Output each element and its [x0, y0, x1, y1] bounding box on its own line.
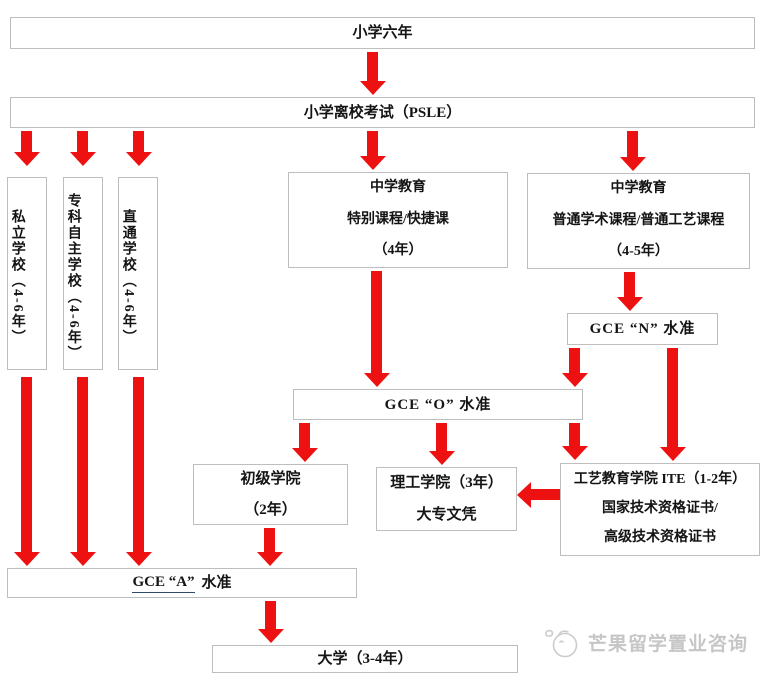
primary-school-label: 小学六年 — [352, 25, 413, 41]
psle-box: 小学离校考试（PSLE） — [10, 97, 755, 128]
university-box: 大学（3-4年） — [212, 645, 518, 673]
polytechnic-line2: 大专文凭 — [416, 507, 477, 523]
secondary-special-line2: 特别课程/快捷课 — [347, 211, 449, 227]
gce-n-level-label: GCE “N” 水准 — [589, 321, 696, 337]
secondary-normal-line1: 中学教育 — [610, 181, 667, 196]
secondary-normal-line2: 普通学术课程/普通工艺课程 — [552, 212, 725, 228]
gce-o-level-box: GCE “O” 水准 — [293, 389, 583, 420]
arrow-gce-n-to-ite-icon — [660, 348, 686, 461]
gce-n-level-box: GCE “N” 水准 — [567, 313, 718, 345]
junior-college-line1: 初级学院 — [240, 471, 301, 487]
arrow-junior-college-to-gce-a-icon — [257, 528, 283, 566]
arrow-psle-to-secondary-normal-icon — [620, 131, 646, 171]
ite-line1: 工艺教育学院 ITE（1-2年） — [573, 472, 747, 487]
arrow-private-to-gce-a-icon — [14, 377, 40, 566]
psle-label: 小学离校考试（PSLE） — [303, 104, 462, 121]
primary-school-box: 小学六年 — [10, 17, 755, 49]
ite-line3: 高级技术资格证书 — [604, 530, 716, 546]
private-school-box: 私立学校（4-6年） — [7, 177, 47, 370]
arrow-gce-o-to-polytechnic-icon — [429, 423, 455, 465]
secondary-special-box: 中学教育 特别课程/快捷课 （4年） — [288, 172, 508, 268]
secondary-normal-line3: （4-5年） — [608, 244, 669, 260]
arrow-psle-to-through-icon — [126, 131, 152, 166]
arrow-through-to-gce-a-icon — [126, 377, 152, 566]
ite-line2: 国家技术资格证书/ — [602, 501, 718, 517]
gce-a-level-box: GCE “A” 水准 — [7, 568, 357, 598]
arrow-psle-to-private-icon — [14, 131, 40, 166]
arrow-gce-o-to-ite-icon — [562, 423, 588, 460]
secondary-normal-box: 中学教育 普通学术课程/普通工艺课程 （4-5年） — [527, 173, 750, 269]
junior-college-box: 初级学院 （2年） — [193, 464, 348, 525]
arrow-gce-o-to-junior-college-icon — [292, 423, 318, 462]
polytechnic-line1: 理工学院（3年） — [390, 475, 503, 491]
gce-a-level-label: GCE “A” — [132, 573, 195, 593]
watermark-label: 芒果留学置业咨询 — [588, 634, 749, 655]
gce-o-level-label: GCE “O” 水准 — [384, 396, 492, 413]
arrow-secondary-normal-to-gce-n-icon — [617, 272, 643, 311]
watermark: 芒果留学置业咨询 — [543, 626, 748, 659]
ite-box: 工艺教育学院 ITE（1-2年） 国家技术资格证书/ 高级技术资格证书 — [560, 463, 760, 556]
polytechnic-box: 理工学院（3年） 大专文凭 — [376, 467, 517, 531]
secondary-special-line3: （4年） — [373, 243, 423, 259]
arrow-specialized-to-gce-a-icon — [70, 377, 96, 566]
arrow-psle-to-specialized-icon — [70, 131, 96, 166]
through-train-school-box: 直通学校（4-6年） — [118, 177, 158, 370]
arrow-primary-to-psle-icon — [360, 52, 386, 95]
arrow-gce-a-to-university-icon — [258, 601, 284, 643]
secondary-special-line1: 中学教育 — [370, 180, 426, 195]
arrow-secondary-special-to-gce-o-icon — [364, 271, 390, 387]
through-train-school-label: 直通学校（4-6年） — [120, 209, 136, 346]
gce-a-level-suffix: 水准 — [201, 575, 232, 591]
arrow-gce-n-to-gce-o-icon — [562, 348, 588, 387]
arrow-psle-to-secondary-special-icon — [360, 131, 386, 170]
specialized-independent-school-box: 专科自主学校（4-6年） — [63, 177, 103, 370]
mango-logo-icon — [543, 626, 581, 659]
specialized-independent-school-label: 专科自主学校（4-6年） — [65, 193, 81, 362]
arrow-ite-to-polytechnic-icon — [517, 482, 560, 508]
university-label: 大学（3-4年） — [317, 651, 413, 667]
junior-college-line2: （2年） — [244, 502, 297, 518]
private-school-label: 私立学校（4-6年） — [9, 209, 25, 346]
